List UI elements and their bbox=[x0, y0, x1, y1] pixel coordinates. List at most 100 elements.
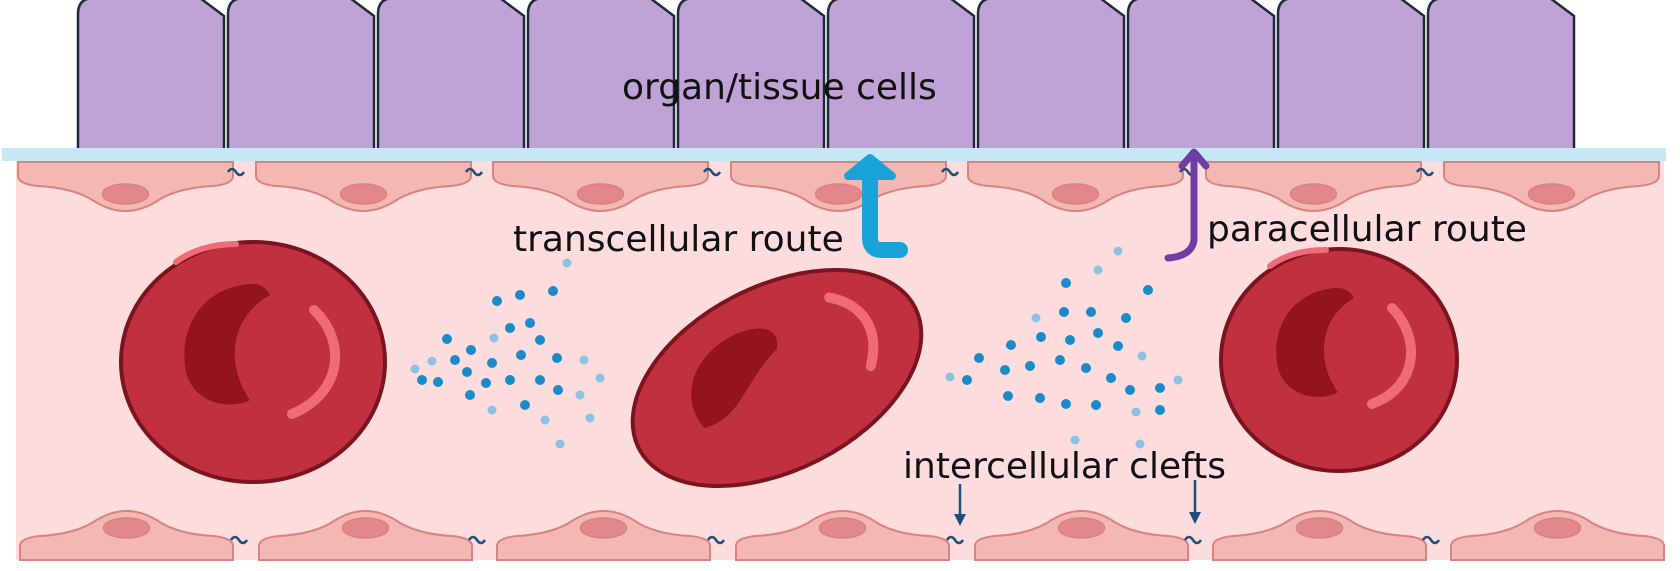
solute-particle bbox=[1093, 328, 1103, 338]
endothelial-layer-bottom bbox=[19, 510, 1665, 561]
solute-particle bbox=[410, 364, 420, 374]
endothelial-nucleus bbox=[1051, 183, 1100, 205]
solute-particle bbox=[487, 358, 497, 368]
red-blood-cell-right bbox=[1219, 247, 1459, 473]
endothelial-nucleus bbox=[102, 517, 151, 539]
solute-particle bbox=[555, 439, 565, 449]
solute-particle bbox=[442, 334, 452, 344]
tight-junction bbox=[706, 535, 726, 545]
solute-particle bbox=[515, 290, 525, 300]
organ-tissue-cells-row bbox=[76, 0, 1576, 148]
solute-particle bbox=[481, 378, 491, 388]
tight-junction bbox=[226, 167, 246, 177]
transcellular-route-label: transcellular route bbox=[513, 219, 844, 260]
tight-junction bbox=[702, 167, 722, 177]
transcellular-arrow bbox=[862, 164, 908, 258]
solute-particle bbox=[450, 355, 460, 365]
red-blood-cell-left bbox=[119, 240, 387, 484]
solute-particle bbox=[1155, 405, 1165, 415]
solute-particle bbox=[1061, 278, 1071, 288]
solute-particle bbox=[1113, 341, 1123, 351]
solute-particle bbox=[417, 375, 427, 385]
endothelial-nucleus bbox=[339, 183, 388, 205]
solute-particle bbox=[552, 353, 562, 363]
solute-particle bbox=[962, 375, 972, 385]
solute-particle bbox=[462, 367, 472, 377]
cleft-arrow-left bbox=[954, 484, 966, 526]
solute-particle bbox=[1006, 340, 1016, 350]
solute-particle bbox=[553, 385, 563, 395]
endothelial-nucleus bbox=[1057, 517, 1106, 539]
solute-particle bbox=[1125, 385, 1135, 395]
tissue-cell bbox=[1426, 0, 1576, 148]
solute-particle bbox=[540, 415, 550, 425]
solute-particle bbox=[579, 355, 589, 365]
tight-junction bbox=[229, 535, 249, 545]
organ-tissue-cells-label: organ/tissue cells bbox=[622, 67, 937, 108]
solute-particle bbox=[1036, 332, 1046, 342]
solute-particle bbox=[1055, 355, 1065, 365]
solute-particle bbox=[1091, 400, 1101, 410]
solute-particle bbox=[1035, 393, 1045, 403]
solute-particle bbox=[1137, 351, 1147, 361]
solute-particle bbox=[1143, 285, 1153, 295]
solute-particle bbox=[1003, 391, 1013, 401]
tight-junction bbox=[464, 167, 484, 177]
tight-junction bbox=[467, 535, 487, 545]
tissue-cell bbox=[1276, 0, 1426, 148]
solute-particle bbox=[466, 345, 476, 355]
tissue-cell bbox=[676, 0, 826, 148]
solute-particle bbox=[1155, 383, 1165, 393]
tissue-cell bbox=[76, 0, 226, 148]
endothelial-nucleus bbox=[814, 183, 863, 205]
solute-particle bbox=[505, 323, 515, 333]
tissue-cell bbox=[226, 0, 376, 148]
solute-particle bbox=[1086, 307, 1096, 317]
tight-junction bbox=[1415, 167, 1435, 177]
solute-particle bbox=[1031, 313, 1041, 323]
tissue-cell bbox=[376, 0, 526, 148]
solute-particle bbox=[945, 372, 955, 382]
paracellular-arrow-head bbox=[1178, 148, 1210, 170]
solute-particle bbox=[487, 405, 497, 415]
solute-particle bbox=[1000, 365, 1010, 375]
solute-particle bbox=[974, 353, 984, 363]
tight-junction bbox=[1183, 535, 1203, 545]
paracellular-route-label: paracellular route bbox=[1207, 209, 1527, 250]
basement-membrane bbox=[2, 148, 1666, 161]
endothelial-nucleus bbox=[576, 183, 625, 205]
solute-particle bbox=[535, 335, 545, 345]
endothelial-nucleus bbox=[1289, 183, 1338, 205]
solute-particle bbox=[465, 390, 475, 400]
tight-junction bbox=[945, 535, 965, 545]
endothelial-nucleus bbox=[341, 517, 390, 539]
solute-particle bbox=[1065, 335, 1075, 345]
tight-junction bbox=[1421, 535, 1441, 545]
cleft-arrow-right bbox=[1189, 480, 1201, 524]
transcellular-arrow-head bbox=[844, 154, 896, 180]
endothelial-layer-top bbox=[17, 161, 1660, 212]
solute-particle bbox=[520, 400, 530, 410]
solute-particle bbox=[1131, 407, 1141, 417]
endothelial-nucleus bbox=[579, 517, 628, 539]
solute-particle bbox=[516, 350, 526, 360]
solute-particle bbox=[1070, 435, 1080, 445]
solute-particle bbox=[535, 375, 545, 385]
paracellular-arrow bbox=[1164, 156, 1198, 262]
endothelial-nucleus bbox=[1527, 183, 1576, 205]
tissue-cell bbox=[826, 0, 976, 148]
solute-particle bbox=[1059, 307, 1069, 317]
solute-particle bbox=[575, 390, 585, 400]
solute-particle bbox=[595, 373, 605, 383]
solute-particle bbox=[1121, 313, 1131, 323]
solute-particle bbox=[1135, 439, 1145, 449]
tissue-cell bbox=[1126, 0, 1276, 148]
tight-junction bbox=[940, 167, 960, 177]
tissue-cell bbox=[526, 0, 676, 148]
solute-particle bbox=[1081, 363, 1091, 373]
endothelial-nucleus bbox=[1533, 517, 1582, 539]
endothelial-nucleus bbox=[101, 183, 150, 205]
tissue-cell bbox=[976, 0, 1126, 148]
intercellular-clefts-label: intercellular clefts bbox=[903, 446, 1227, 487]
